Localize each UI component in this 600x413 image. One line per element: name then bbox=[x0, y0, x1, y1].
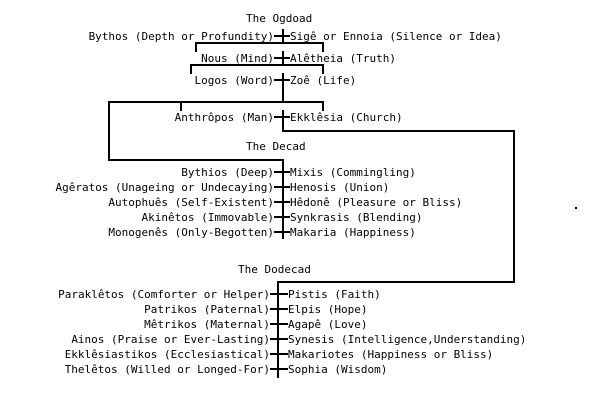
connector-rail-dodecad-right bbox=[513, 130, 515, 282]
connector-bracket-ogdoad-2-right bbox=[322, 64, 324, 74]
connector-rail-decad-left bbox=[108, 101, 110, 161]
aeon-right-agape: Agapê (Love) bbox=[288, 318, 368, 331]
section-title-ogdoad: The Ogdoad bbox=[246, 12, 313, 25]
connector-stem-ogdoad-3 bbox=[282, 73, 284, 103]
connector-ekklesiastikos-makariotes bbox=[270, 353, 288, 355]
connector-autophues-hedone bbox=[274, 201, 290, 203]
connector-patrikos-elpis bbox=[270, 308, 288, 310]
section-title-decad: The Decad bbox=[246, 140, 306, 153]
aeon-left-theletos: Thelêtos (Willed or Longed-For) bbox=[64, 363, 270, 376]
connector-bracket-ogdoad-1 bbox=[195, 42, 324, 44]
connector-ageratos-henosis bbox=[274, 186, 290, 188]
aeon-right-sophia: Sophia (Wisdom) bbox=[288, 363, 388, 376]
aeon-right-ekklesia: Ekklêsia (Church) bbox=[290, 111, 403, 124]
connector-parakletos-pistis bbox=[270, 293, 288, 295]
section-title-dodecad: The Dodecad bbox=[238, 263, 311, 276]
aeon-right-henosis: Henosis (Union) bbox=[290, 181, 390, 194]
connector-bracket-to-dodecad bbox=[282, 130, 515, 132]
connector-metrikos-agape bbox=[270, 323, 288, 325]
aeon-left-autophues: Autophuês (Self-Existent) bbox=[108, 196, 274, 209]
aeon-left-ageratos: Agêratos (Unageing or Undecaying) bbox=[55, 181, 274, 194]
aeon-left-bythios: Bythios (Deep) bbox=[181, 166, 274, 179]
aeon-left-patrikos: Patrikos (Paternal) bbox=[144, 303, 270, 316]
aeon-left-parakletos: Paraklêtos (Comforter or Helper) bbox=[58, 288, 270, 301]
connector-rail-decad-top bbox=[108, 159, 284, 161]
aeon-left-akinetos: Akinêtos (Immovable) bbox=[141, 211, 274, 224]
aeon-right-synesis: Synesis (Intelligence,Understanding) bbox=[288, 333, 527, 346]
connector-bracket-ogdoad-3-mid bbox=[180, 101, 182, 111]
connector-stem-ogdoad-1 bbox=[282, 29, 284, 43]
aeon-left-ainos: Ainos (Praise or Ever-Lasting) bbox=[71, 333, 270, 346]
aeon-right-synkrasis: Synkrasis (Blending) bbox=[290, 211, 423, 224]
aeon-left-ekklesiastikos: Ekklêsiastikos (Ecclesiastical) bbox=[64, 348, 270, 361]
connector-theletos-sophia bbox=[270, 368, 288, 370]
image-speck bbox=[575, 207, 577, 209]
connector-rail-dodecad-top bbox=[277, 281, 515, 283]
connector-bracket-ogdoad-3 bbox=[108, 101, 324, 103]
aeon-left-anthropos: Anthrôpos (Man) bbox=[174, 111, 274, 124]
connector-akinetos-synkrasis bbox=[274, 216, 290, 218]
connector-monogenes-makaria bbox=[274, 231, 290, 233]
connector-stem-ogdoad-4 bbox=[282, 110, 284, 132]
connector-stem-ogdoad-2 bbox=[282, 51, 284, 65]
connector-bythios-mixis bbox=[274, 171, 290, 173]
connector-bracket-ogdoad-1-left bbox=[195, 42, 197, 52]
aeon-left-logos: Logos (Word) bbox=[194, 74, 274, 87]
aeon-right-elpis: Elpis (Hope) bbox=[288, 303, 368, 316]
aeon-right-makariotes: Makariotes (Happiness or Bliss) bbox=[288, 348, 494, 361]
aeon-left-monogenes: Monogenês (Only-Begotten) bbox=[108, 226, 274, 239]
connector-bracket-ogdoad-1-right bbox=[322, 42, 324, 52]
aeon-left-nous: Nous (Mind) bbox=[201, 52, 274, 65]
connector-stem-decad bbox=[282, 159, 284, 239]
connector-ainos-synesis bbox=[270, 338, 288, 340]
connector-bracket-ogdoad-2-left bbox=[190, 64, 192, 74]
connector-bracket-ogdoad-2 bbox=[190, 64, 324, 66]
aeon-right-pistis: Pistis (Faith) bbox=[288, 288, 381, 301]
aeon-left-bythos: Bythos (Depth or Profundity) bbox=[88, 30, 274, 43]
aeon-right-sige: Sigê or Ennoia (Silence or Idea) bbox=[290, 30, 502, 43]
aeon-right-hedone: Hêdonê (Pleasure or Bliss) bbox=[290, 196, 463, 209]
aeon-left-metrikos: Mêtrikos (Maternal) bbox=[144, 318, 270, 331]
aeon-right-mixis: Mixis (Commingling) bbox=[290, 166, 416, 179]
aeon-right-aletheia: Alêtheia (Truth) bbox=[290, 52, 396, 65]
connector-stem-dodecad bbox=[277, 281, 279, 378]
aeon-right-zoe: Zoê (Life) bbox=[290, 74, 357, 87]
connector-bracket-ogdoad-3-right bbox=[322, 101, 324, 111]
aeon-right-makaria: Makaria (Happiness) bbox=[290, 226, 416, 239]
